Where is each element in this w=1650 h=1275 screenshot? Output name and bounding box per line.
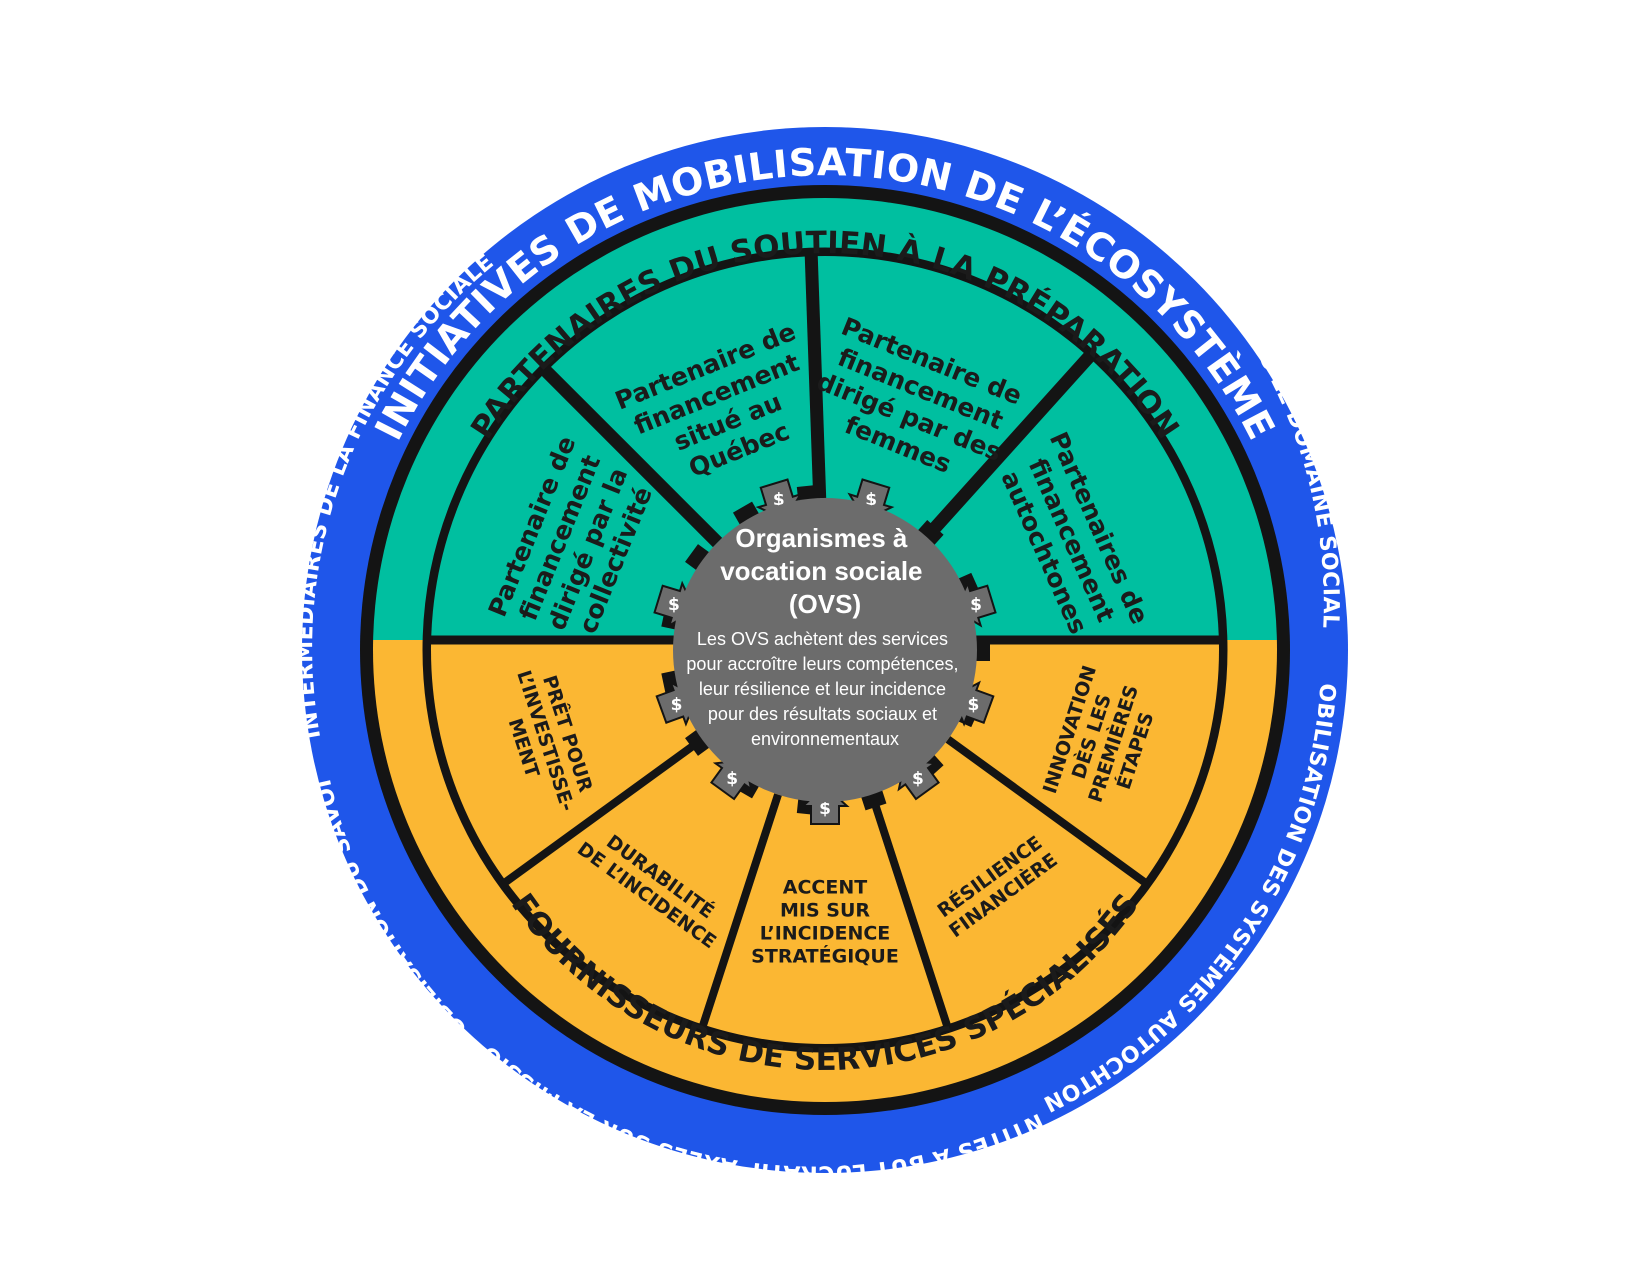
hub-tooth bbox=[685, 727, 713, 756]
top-segments-area bbox=[431, 256, 1219, 640]
top-spokes bbox=[538, 252, 1097, 548]
dollar-icon: $ bbox=[668, 595, 680, 615]
top-segment-labels: Partenaire definancementdirigé par lacol… bbox=[483, 312, 1155, 639]
hub-tooth bbox=[915, 520, 944, 549]
hub-description: Les OVS achètent des services pour accro… bbox=[686, 629, 963, 749]
dollar-icon: $ bbox=[912, 769, 924, 789]
segment-strategic-impact-line: MIS SUR bbox=[780, 900, 870, 922]
segment-strategic-impact-line: L’INCIDENCE bbox=[760, 923, 891, 945]
hub-description-line: leur résilience et leur incidence bbox=[699, 679, 946, 699]
hub-description-line: Les OVS achètent des services bbox=[697, 629, 948, 649]
hub-description-line: pour des résultats sociaux et bbox=[708, 704, 937, 724]
dollar-icon: $ bbox=[865, 490, 877, 510]
hub-title-line: (OVS) bbox=[789, 589, 861, 619]
top-spoke bbox=[538, 363, 723, 548]
dollar-icon: $ bbox=[671, 695, 683, 715]
hub-tooth bbox=[732, 501, 762, 529]
dollar-icon: $ bbox=[968, 695, 980, 715]
bottom-spoke bbox=[500, 736, 705, 888]
segments-rim bbox=[422, 247, 1228, 1053]
segment-strategic-impact-line: STRATÉGIQUE bbox=[751, 945, 899, 968]
bottom-spokes bbox=[500, 736, 1150, 1030]
top-spoke bbox=[804, 252, 827, 499]
top-spoke bbox=[921, 349, 1097, 542]
dollar-icon: $ bbox=[773, 490, 785, 510]
bottom-spoke bbox=[698, 793, 782, 1030]
bottom-segments-area bbox=[431, 640, 1219, 1044]
hub-title: Organismes à vocation sociale (OVS) bbox=[720, 523, 930, 619]
dollar-icon: $ bbox=[970, 595, 982, 615]
hub-circle bbox=[673, 498, 977, 802]
hub-tooth bbox=[685, 544, 713, 573]
bottom-spoke bbox=[945, 736, 1150, 888]
hub-description-line: pour accroître leurs compétences, bbox=[686, 654, 958, 674]
dollar-icon: $ bbox=[726, 769, 738, 789]
bottom-spoke bbox=[868, 793, 952, 1030]
hub-description-line: environnementaux bbox=[751, 729, 899, 749]
segment-strategic-impact-line: ACCENT bbox=[783, 877, 867, 899]
hub-title-line: Organismes à bbox=[735, 523, 908, 553]
hub-title-line: vocation sociale bbox=[720, 556, 922, 586]
dollar-icon: $ bbox=[819, 799, 831, 819]
